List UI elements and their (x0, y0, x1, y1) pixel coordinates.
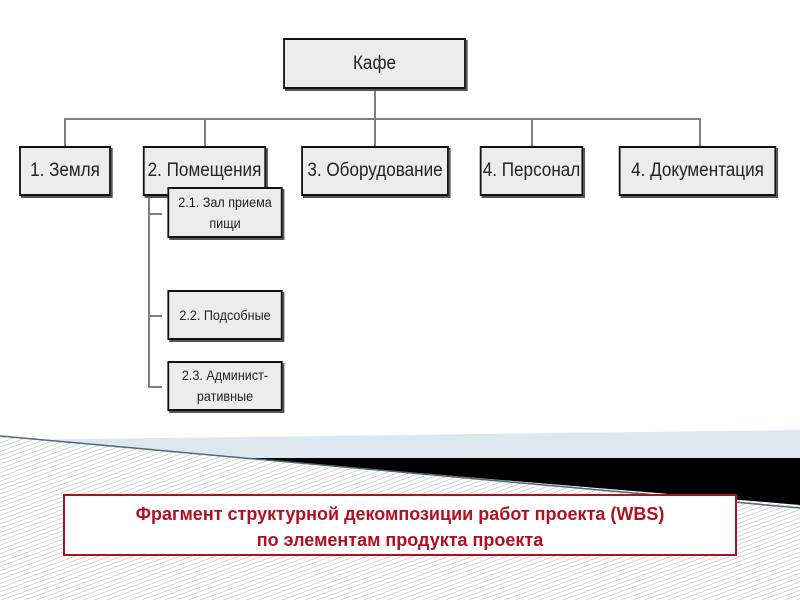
connector (204, 118, 206, 146)
node-land: 1. Земля (19, 146, 111, 196)
node-label: 2. Помещения (147, 160, 262, 181)
connector (64, 118, 701, 120)
node-label: 4. Персонал (482, 160, 581, 181)
root-node: Кафе (283, 38, 466, 89)
connector (148, 196, 150, 387)
connector (148, 386, 162, 388)
node-label: 4. Документация (631, 160, 764, 181)
node-dining-hall: 2.1. Зал приема пищи (167, 187, 283, 238)
connector (148, 315, 162, 317)
caption-box: Фрагмент структурной декомпозиции работ … (63, 494, 737, 556)
connector (148, 213, 162, 215)
node-label: 2.1. Зал приема (178, 193, 272, 210)
node-documentation: 4. Документация (618, 146, 777, 196)
node-label: 2.2. Подсобные (179, 306, 271, 323)
connector (374, 89, 376, 146)
connector (64, 118, 66, 146)
node-label: пищи (209, 214, 241, 231)
connector (531, 118, 533, 146)
node-personnel: 4. Персонал (479, 146, 584, 196)
node-label: 2.3. Админист- (181, 367, 269, 383)
node-label: 1. Земля (30, 160, 100, 181)
node-label: ративные (196, 388, 254, 404)
node-equipment: 3. Оборудование (301, 146, 449, 196)
connector (699, 118, 701, 146)
node-label: 3. Оборудование (307, 160, 443, 181)
caption-line-2: по элементам продукта проекта (256, 530, 544, 550)
node-admin-rooms: 2.3. Админист-ративные (167, 361, 283, 411)
node-utility-rooms: 2.2. Подсобные (167, 290, 283, 340)
caption-line-1: Фрагмент структурной декомпозиции работ … (135, 504, 665, 524)
root-label: Кафе (352, 52, 397, 74)
